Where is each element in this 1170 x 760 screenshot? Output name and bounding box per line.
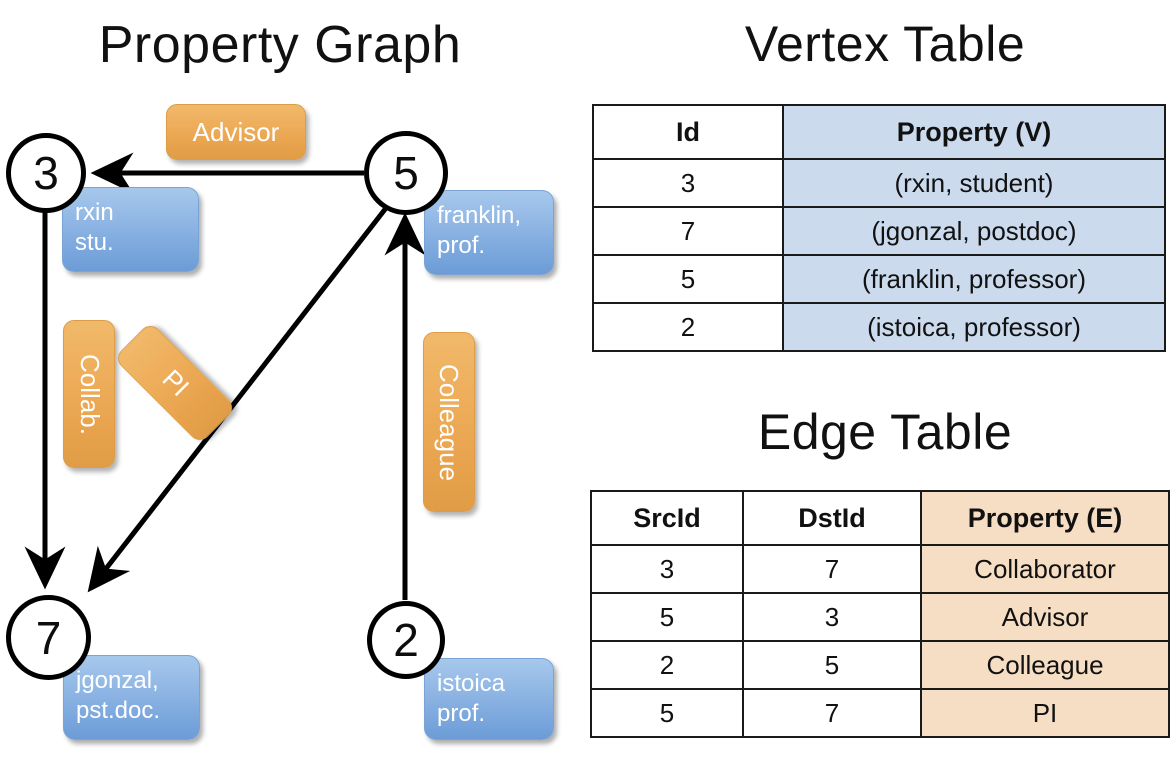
edge-table-header-row: SrcId DstId Property (E) — [590, 490, 1170, 546]
node-property-istoica: istoica prof. — [424, 658, 554, 740]
edge-cell-dstid: 3 — [742, 592, 922, 642]
page-title-edge-table: Edge Table — [757, 404, 1013, 460]
table-row[interactable]: 3 (rxin, student) — [592, 158, 1166, 208]
table-row[interactable]: 3 7 Collaborator — [590, 544, 1170, 594]
edge-table-header-property: Property (E) — [920, 490, 1170, 546]
node-property-istoica-line2: prof. — [437, 700, 486, 727]
graph-node-5[interactable]: 5 — [364, 131, 448, 215]
vertex-cell-id: 7 — [592, 206, 784, 256]
edge-label-advisor-text: Advisor — [192, 116, 280, 147]
graph-node-3[interactable]: 3 — [6, 133, 86, 213]
property-graph-panel: Property Graph Advisor Collab. PI Collea… — [6, 16, 554, 740]
edge-arrow-5-to-7 — [87, 206, 388, 593]
edge-label-pi-text: PI — [156, 363, 195, 402]
edge-cell-dstid: 7 — [742, 688, 922, 738]
edge-cell-property: Collaborator — [920, 544, 1170, 594]
node-property-istoica-line1: istoica — [437, 670, 506, 697]
edge-label-collab: Collab. — [63, 320, 115, 468]
node-property-jgonzal-line2: pst.doc. — [76, 697, 161, 724]
edge-cell-srcid: 3 — [590, 544, 744, 594]
table-row[interactable]: 2 5 Colleague — [590, 640, 1170, 690]
page-title-property-graph: Property Graph — [98, 16, 462, 74]
table-row[interactable]: 5 3 Advisor — [590, 592, 1170, 642]
node-property-jgonzal-line1: jgonzal, — [76, 667, 159, 694]
vertex-cell-id: 5 — [592, 254, 784, 304]
graph-node-5-label: 5 — [393, 147, 419, 199]
edge-cell-srcid: 5 — [590, 688, 744, 738]
node-property-franklin: franklin, prof. — [424, 190, 554, 275]
edge-label-colleague: Colleague — [423, 332, 475, 512]
node-property-franklin-line1: franklin, — [437, 202, 522, 229]
vertex-cell-property: (istoica, professor) — [782, 302, 1166, 352]
edge-cell-dstid: 7 — [742, 544, 922, 594]
vertex-table: Id Property (V) 3 (rxin, student) 7 (jgo… — [592, 104, 1166, 352]
page-title-vertex-table: Vertex Table — [744, 16, 1026, 72]
edge-cell-property: Advisor — [920, 592, 1170, 642]
table-row[interactable]: 5 7 PI — [590, 688, 1170, 738]
vertex-cell-property: (rxin, student) — [782, 158, 1166, 208]
edge-table-header-srcid: SrcId — [590, 490, 744, 546]
node-property-rxin-line1: rxin — [75, 199, 114, 226]
node-property-rxin: rxin stu. — [62, 187, 199, 272]
node-property-franklin-line2: prof. — [437, 232, 486, 259]
vertex-table-header-id: Id — [592, 104, 784, 160]
graph-edges-layer — [24, 152, 426, 600]
table-row[interactable]: 7 (jgonzal, postdoc) — [592, 206, 1166, 256]
node-property-rxin-line2: stu. — [75, 229, 114, 256]
vertex-table-header-property: Property (V) — [782, 104, 1166, 160]
vertex-cell-id: 2 — [592, 302, 784, 352]
edge-label-collab-text: Collab. — [74, 353, 105, 435]
node-property-jgonzal: jgonzal, pst.doc. — [63, 655, 200, 740]
graph-node-3-label: 3 — [33, 147, 59, 199]
edge-table-header-dstid: DstId — [742, 490, 922, 546]
graph-node-7-label: 7 — [35, 611, 62, 664]
edge-label-advisor: Advisor — [166, 104, 306, 160]
graph-node-2[interactable]: 2 — [367, 601, 445, 679]
edge-cell-dstid: 5 — [742, 640, 922, 690]
edge-cell-property: Colleague — [920, 640, 1170, 690]
graph-node-7[interactable]: 7 — [6, 595, 91, 680]
edge-cell-srcid: 2 — [590, 640, 744, 690]
table-row[interactable]: 5 (franklin, professor) — [592, 254, 1166, 304]
table-row[interactable]: 2 (istoica, professor) — [592, 302, 1166, 352]
vertex-table-header-row: Id Property (V) — [592, 104, 1166, 160]
vertex-cell-id: 3 — [592, 158, 784, 208]
graph-node-2-label: 2 — [393, 614, 419, 666]
edge-cell-property: PI — [920, 688, 1170, 738]
edge-cell-srcid: 5 — [590, 592, 744, 642]
vertex-cell-property: (franklin, professor) — [782, 254, 1166, 304]
edge-label-colleague-text: Colleague — [434, 363, 465, 481]
vertex-cell-property: (jgonzal, postdoc) — [782, 206, 1166, 256]
edge-table: SrcId DstId Property (E) 3 7 Collaborato… — [590, 490, 1170, 738]
